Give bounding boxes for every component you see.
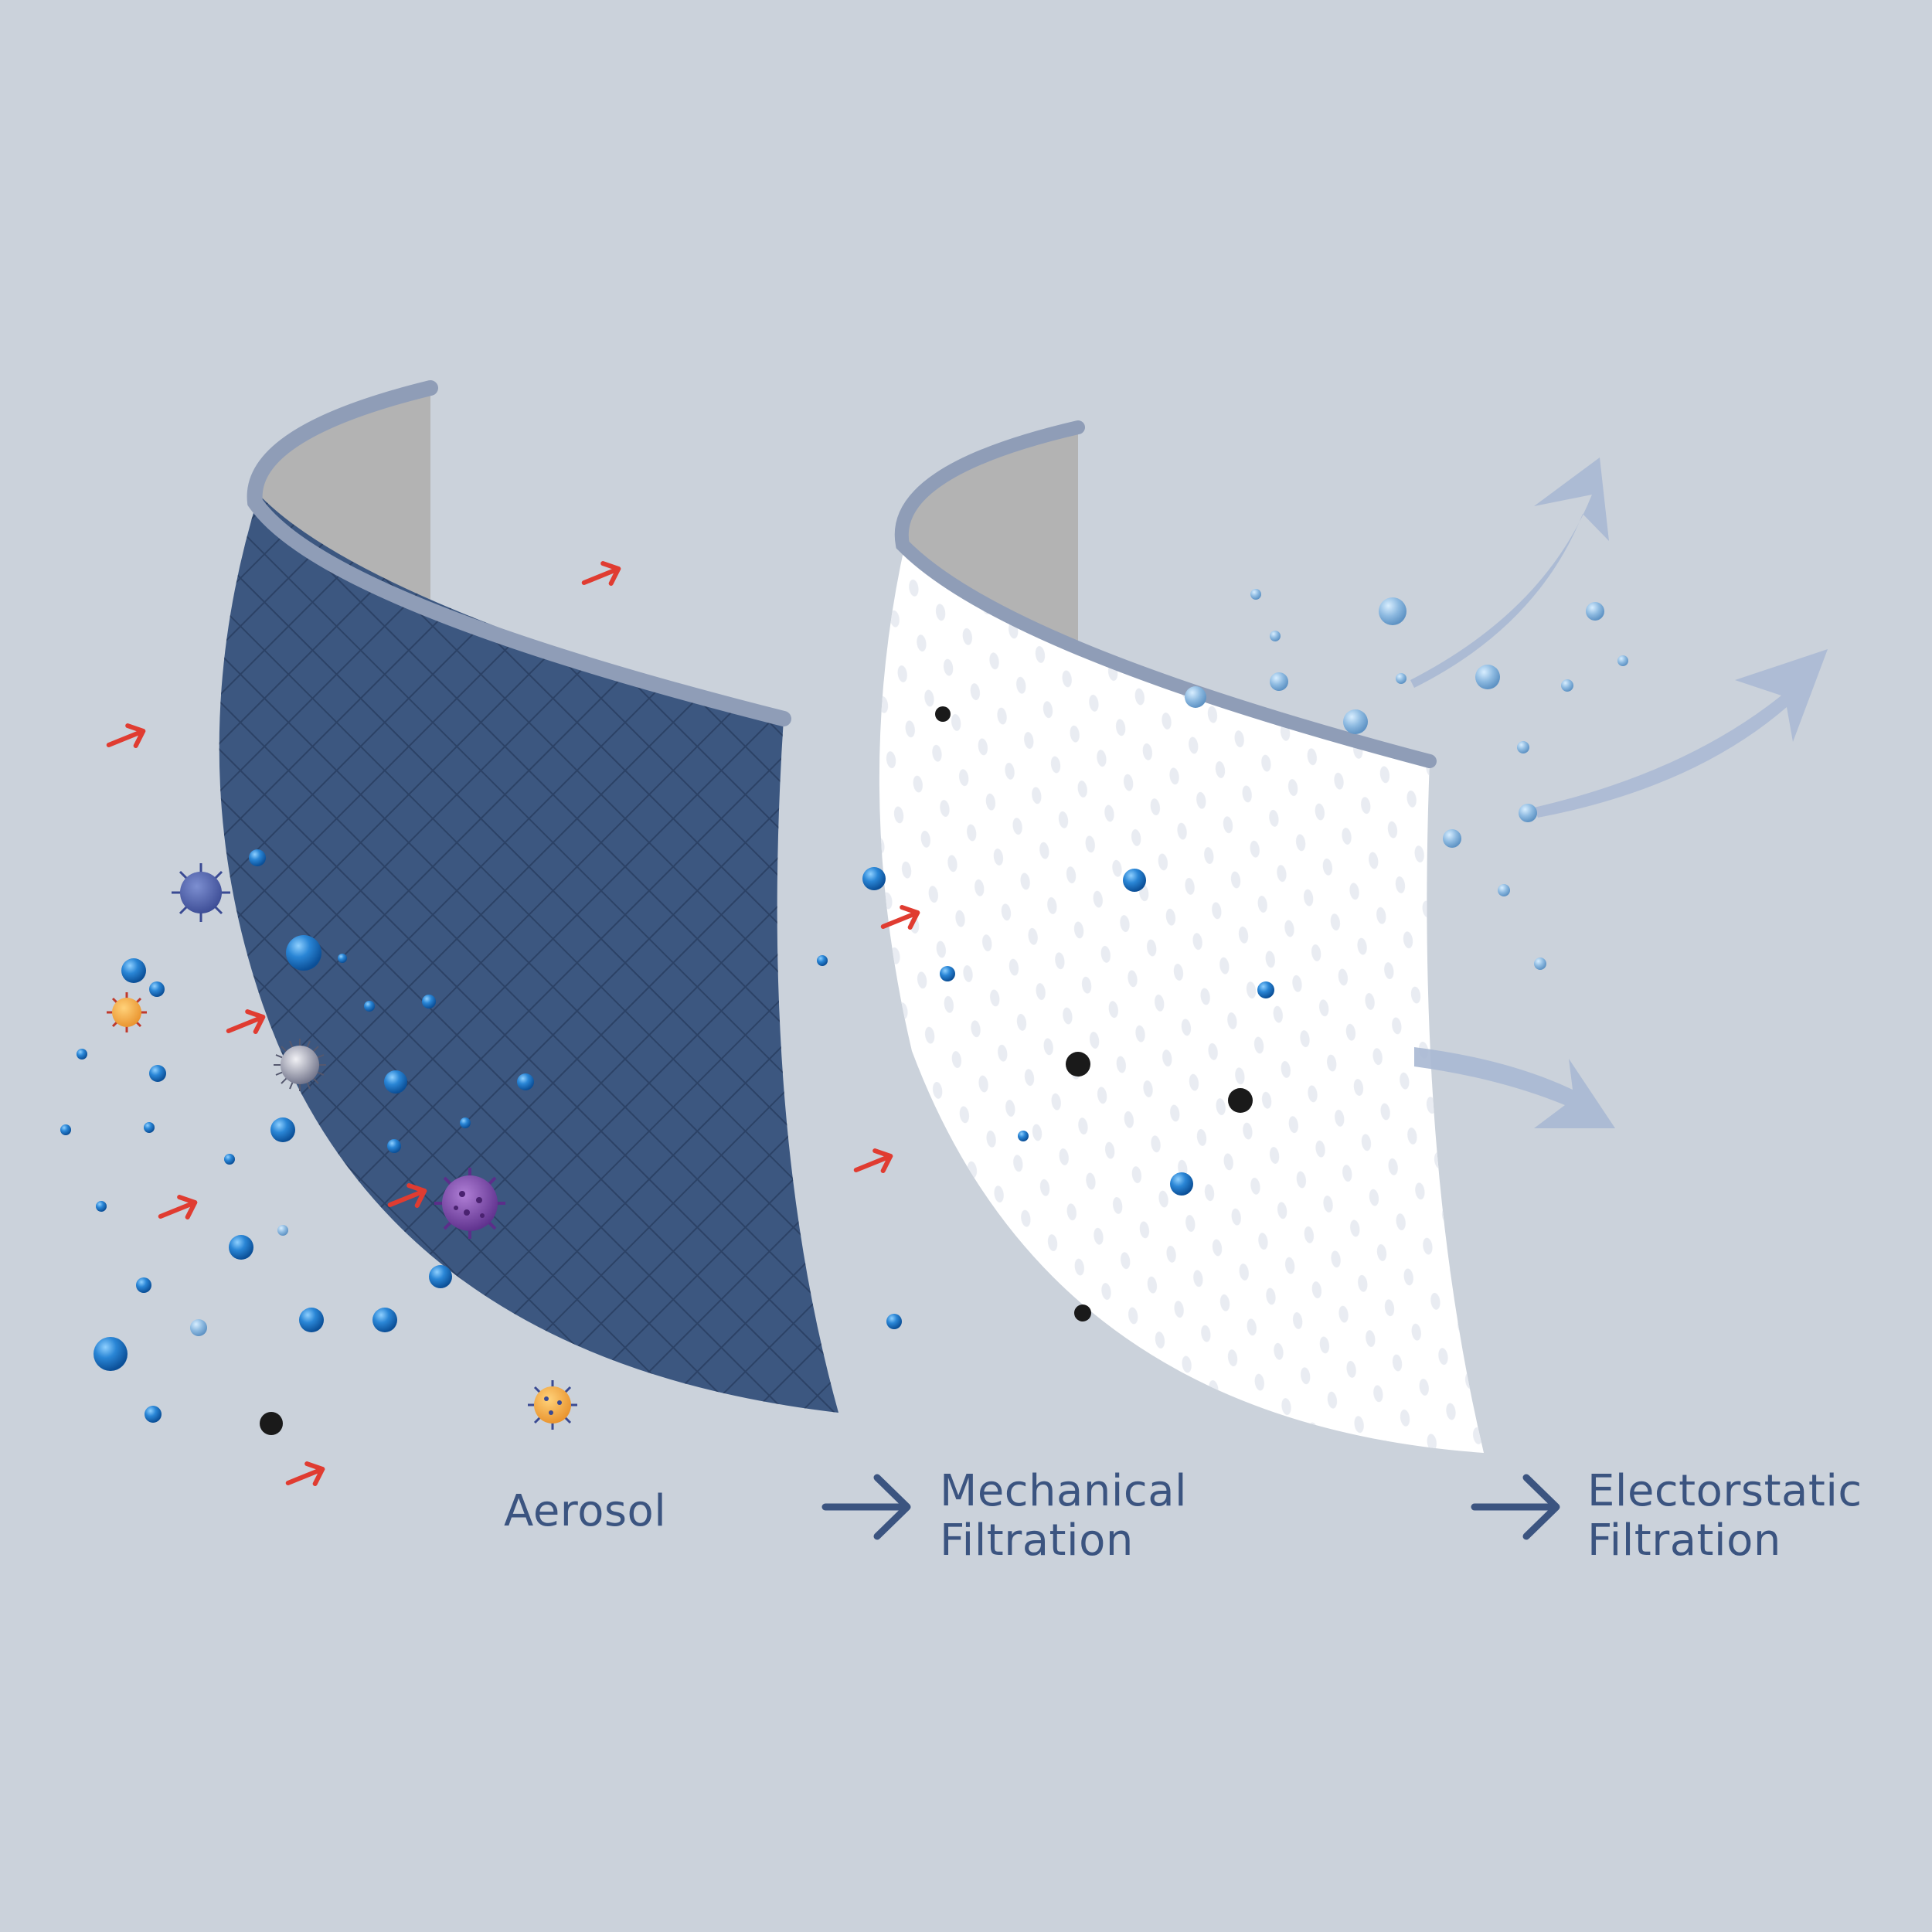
flow-arrow-icon (158, 1195, 198, 1219)
flow-arrow-icon (226, 1009, 266, 1034)
particle-icon (286, 935, 321, 971)
outflow-arrow-icon (1414, 1047, 1615, 1128)
filter-layer-rim (894, 420, 1437, 768)
particle-icon (338, 954, 347, 963)
particle-icon (190, 1319, 207, 1336)
filtered-particles (1185, 589, 1628, 970)
particle-icon (149, 981, 165, 997)
flow-arrow-icon (880, 905, 920, 930)
particle-icon (935, 706, 951, 722)
virus-icon (274, 1039, 326, 1091)
particle-icon (121, 958, 146, 983)
particle-icon (144, 1122, 155, 1133)
flow-arrow-icon (581, 561, 621, 586)
particle-icon (1228, 1088, 1253, 1113)
particle-icon (1517, 741, 1529, 753)
flow-arrows (106, 561, 920, 1486)
particle-icon (1270, 672, 1288, 691)
particle-icon (1534, 957, 1546, 970)
particle-icon (149, 1065, 166, 1082)
particle-icon (1519, 804, 1537, 822)
outflow-arrow-icon (1410, 457, 1609, 688)
particle-icon (1396, 673, 1406, 684)
particle-icon (517, 1073, 534, 1090)
particle-icon (1123, 869, 1146, 892)
particle-icon (384, 1070, 407, 1094)
particle-icon (229, 1235, 253, 1260)
particle-icon (96, 1201, 107, 1212)
filter-layer-texture (879, 541, 1484, 1453)
flow-arrow-icon (387, 1183, 427, 1208)
virus-icon (434, 1168, 505, 1239)
particle-icon (422, 995, 436, 1009)
particle-icon (1379, 597, 1406, 625)
particle-icon (886, 1314, 902, 1329)
particle-icon (1066, 1052, 1090, 1077)
label-electrostatic-line1: Electorstatic (1587, 1466, 1862, 1516)
virus-icon (107, 992, 147, 1032)
particle-icon (136, 1277, 151, 1293)
particle-icon (372, 1308, 397, 1332)
label-arrow-icon (1471, 1474, 1560, 1540)
particle-icon (94, 1337, 128, 1371)
particle-icon (60, 1124, 71, 1135)
captured-particles (862, 706, 1274, 1321)
virus-icon (172, 863, 230, 922)
label-aerosol: Aerosol (504, 1487, 666, 1536)
label-aerosol-text: Aerosol (504, 1486, 667, 1536)
particle-icon (862, 867, 886, 890)
flow-arrow-icon (106, 723, 146, 748)
particle-icon (1343, 709, 1368, 734)
filter-layer (879, 420, 1484, 1453)
particle-icon (387, 1139, 401, 1153)
particle-icon (1270, 631, 1281, 641)
label-arrow-icon (821, 1474, 911, 1540)
particle-icon (77, 1049, 87, 1060)
particle-icon (1257, 981, 1274, 998)
particle-icon (1586, 602, 1604, 621)
particle-icon (1170, 1172, 1193, 1196)
label-mechanical-line2: Filtration (940, 1515, 1134, 1566)
particle-icon (1443, 829, 1461, 848)
label-mechanical-line1: Mechanical (940, 1466, 1188, 1516)
virus-icon (528, 1380, 577, 1430)
particle-icon (260, 1412, 283, 1435)
label-electrostatic-line2: Filtration (1587, 1515, 1781, 1566)
particle-icon (1074, 1304, 1091, 1321)
particle-icon (1561, 679, 1573, 692)
particle-icon (1250, 589, 1261, 600)
particle-icon (940, 966, 955, 981)
particle-icon (270, 1117, 295, 1142)
particle-icon (1617, 655, 1628, 666)
particle-icon (277, 1225, 288, 1236)
particle-icon (1185, 686, 1206, 708)
particle-icon (460, 1117, 471, 1128)
flow-arrow-icon (853, 1148, 893, 1173)
fabric-layer-mesh (219, 495, 838, 1413)
particle-icon (364, 1001, 375, 1012)
particle-icon (1475, 665, 1500, 689)
outflow-arrows (1410, 457, 1828, 1128)
particle-icon (299, 1308, 324, 1332)
outflow-arrow-icon (1534, 649, 1828, 818)
particle-icon (249, 849, 266, 866)
particle-icon (429, 1265, 452, 1288)
particle-icon (224, 1154, 235, 1165)
fabric-layer-rim (247, 380, 791, 726)
particle-icon (1018, 1131, 1029, 1141)
particle-icon (145, 1406, 162, 1423)
fabric-layer (219, 380, 838, 1413)
particle-icon (1498, 884, 1510, 896)
aerosol-particles (60, 849, 902, 1423)
flow-arrow-icon (285, 1461, 325, 1486)
label-electrostatic-filtration: Electorstatic Filtration (1587, 1467, 1862, 1566)
label-mechanical-filtration: Mechanical Filtration (940, 1467, 1187, 1566)
particle-icon (817, 955, 828, 966)
